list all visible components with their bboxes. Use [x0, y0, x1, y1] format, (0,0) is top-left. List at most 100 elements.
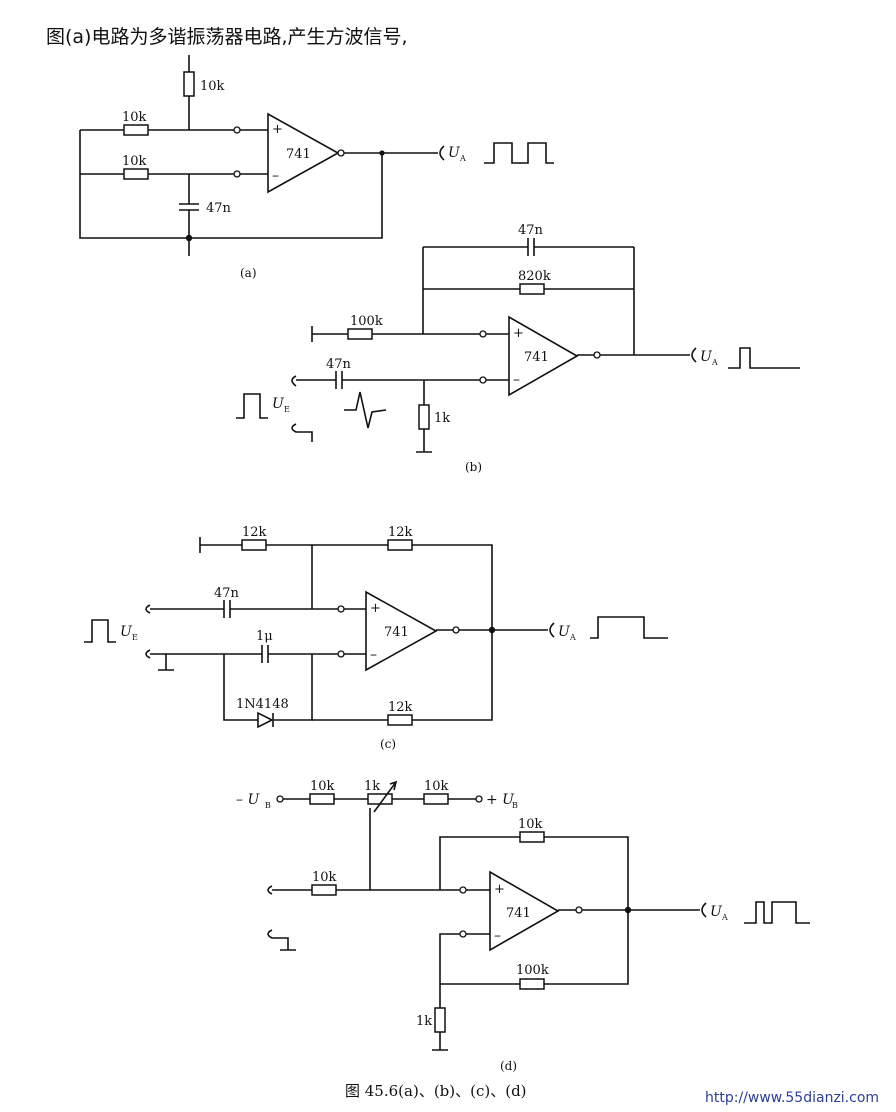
label-d-r-right: 10k	[424, 779, 449, 794]
pin-a-plus	[233, 126, 241, 134]
waveform-b-output	[728, 347, 800, 369]
resistor-a-plus	[123, 124, 149, 136]
waveform-c-input-pulse	[84, 619, 116, 643]
waveform-d-output	[744, 901, 810, 924]
label-d-r-left: 10k	[310, 779, 335, 794]
label-b-r-fb: 820k	[518, 269, 551, 284]
label-d-pos-supply: + U	[486, 792, 515, 808]
label-a-r-plus: 10k	[122, 110, 147, 125]
label-d-opamp: 741	[506, 906, 531, 921]
label-c-r-top-left: 12k	[242, 525, 267, 540]
label-c-out: U	[558, 624, 571, 640]
resistor-b-gnd	[418, 404, 430, 430]
label-c: (c)	[380, 737, 396, 751]
label-a-r-top: 10k	[200, 79, 225, 94]
label-b: (b)	[465, 460, 482, 474]
label-d: (d)	[500, 1059, 517, 1073]
resistor-d-in	[311, 884, 337, 896]
opamp-c	[365, 590, 438, 672]
label-d-out-sub: A	[721, 913, 728, 922]
waveform-c-output	[590, 616, 668, 639]
opamp-d	[489, 870, 560, 952]
resistor-c-top-right	[387, 539, 413, 551]
circuit-d: – U B 10k 1k 10k + U B 10k 10k 100	[236, 779, 810, 1073]
label-c-r-top-right: 12k	[388, 525, 413, 540]
label-b-out-sub: A	[711, 358, 718, 367]
label-a-cap: 47n	[206, 201, 232, 216]
resistor-d-right	[423, 793, 449, 805]
resistor-b-in	[347, 328, 373, 340]
resistor-b-fb	[519, 283, 545, 295]
opamp-a	[267, 112, 340, 194]
pin-a-out	[337, 149, 345, 157]
pin-c-out	[452, 626, 460, 634]
resistor-d-fb2	[519, 978, 545, 990]
label-b-cap-in: 47n	[326, 357, 352, 372]
label-b-cap-fb: 47n	[518, 223, 544, 238]
label-c-in-sub: E	[132, 633, 138, 642]
figure-caption: 图 45.6(a)、(b)、(c)、(d)	[345, 1082, 527, 1100]
svg-text:–: –	[513, 372, 520, 388]
label-d-out: U	[710, 904, 723, 920]
capacitor-c-plus	[223, 600, 231, 618]
label-c-diode: 1N4148	[236, 697, 289, 712]
capacitor-b-fb	[527, 238, 535, 256]
diode-c	[257, 711, 274, 729]
label-c-r-bottom: 12k	[388, 700, 413, 715]
label-c-in: U	[120, 624, 133, 640]
pin-c-minus	[337, 650, 345, 658]
label-a-opamp: 741	[286, 147, 311, 162]
label-b-r-in: 100k	[350, 314, 383, 329]
label-d-neg-supply: – U	[236, 792, 260, 808]
opamp-b	[508, 315, 579, 397]
label-d-neg-supply-sub: B	[265, 801, 271, 810]
label-c-out-sub: A	[569, 633, 576, 642]
svg-text:–: –	[370, 647, 377, 663]
label-d-pot: 1k	[364, 779, 380, 794]
waveform-a-square	[484, 142, 554, 164]
resistor-d-fb	[519, 831, 545, 843]
label-b-opamp: 741	[524, 350, 549, 365]
svg-text:+: +	[272, 122, 283, 137]
circuit-a: 10k 10k 10k 47n + – 741 U A (a)	[79, 55, 554, 280]
svg-text:–: –	[494, 928, 501, 944]
label-d-r-fb: 10k	[518, 817, 543, 832]
label-a-out-sub: A	[459, 154, 466, 163]
pin-d-minus	[459, 930, 467, 938]
circuit-c: 12k 12k 47n U E 1μ 1N4148 12k + – 7	[84, 525, 668, 751]
resistor-c-bottom	[387, 714, 413, 726]
watermark-text: http://www.55dianzi.com	[705, 1090, 880, 1106]
pin-b-minus	[479, 376, 487, 384]
pin-c-plus	[337, 605, 345, 613]
label-a-r-minus: 10k	[122, 154, 147, 169]
pin-d-plus	[459, 886, 467, 894]
label-a: (a)	[240, 266, 257, 280]
capacitor-b-in	[335, 371, 343, 389]
label-b-in-sub: E	[284, 405, 290, 414]
label-d-r-fb2: 100k	[516, 963, 549, 978]
circuit-b: 47n 820k 100k 47n 1k U E + – 741	[236, 223, 800, 474]
label-b-r-gnd: 1k	[434, 411, 450, 426]
resistor-d-left	[309, 793, 335, 805]
label-a-out: U	[448, 145, 461, 161]
label-c-cap-plus: 47n	[214, 586, 240, 601]
pin-d-out	[575, 906, 583, 914]
label-d-pos-supply-sub: B	[512, 801, 518, 810]
waveform-b-spike	[344, 391, 387, 429]
label-d-r-in: 10k	[312, 870, 337, 885]
svg-text:–: –	[272, 168, 279, 184]
caption-text: 图(a)电路为多谐振荡器电路,产生方波信号,	[46, 26, 408, 48]
resistor-c-top-left	[241, 539, 267, 551]
pin-b-out	[593, 351, 601, 359]
label-c-cap-minus: 1μ	[256, 629, 273, 644]
resistor-a-top	[183, 71, 195, 97]
potentiometer-d-arrow	[373, 780, 398, 813]
label-b-in: U	[272, 396, 285, 412]
resistor-d-gnd	[434, 1007, 446, 1033]
label-c-opamp: 741	[384, 625, 409, 640]
resistor-a-minus	[123, 168, 149, 180]
waveform-b-input-pulse	[236, 393, 268, 419]
pin-a-minus	[233, 170, 241, 178]
capacitor-a	[179, 203, 199, 211]
